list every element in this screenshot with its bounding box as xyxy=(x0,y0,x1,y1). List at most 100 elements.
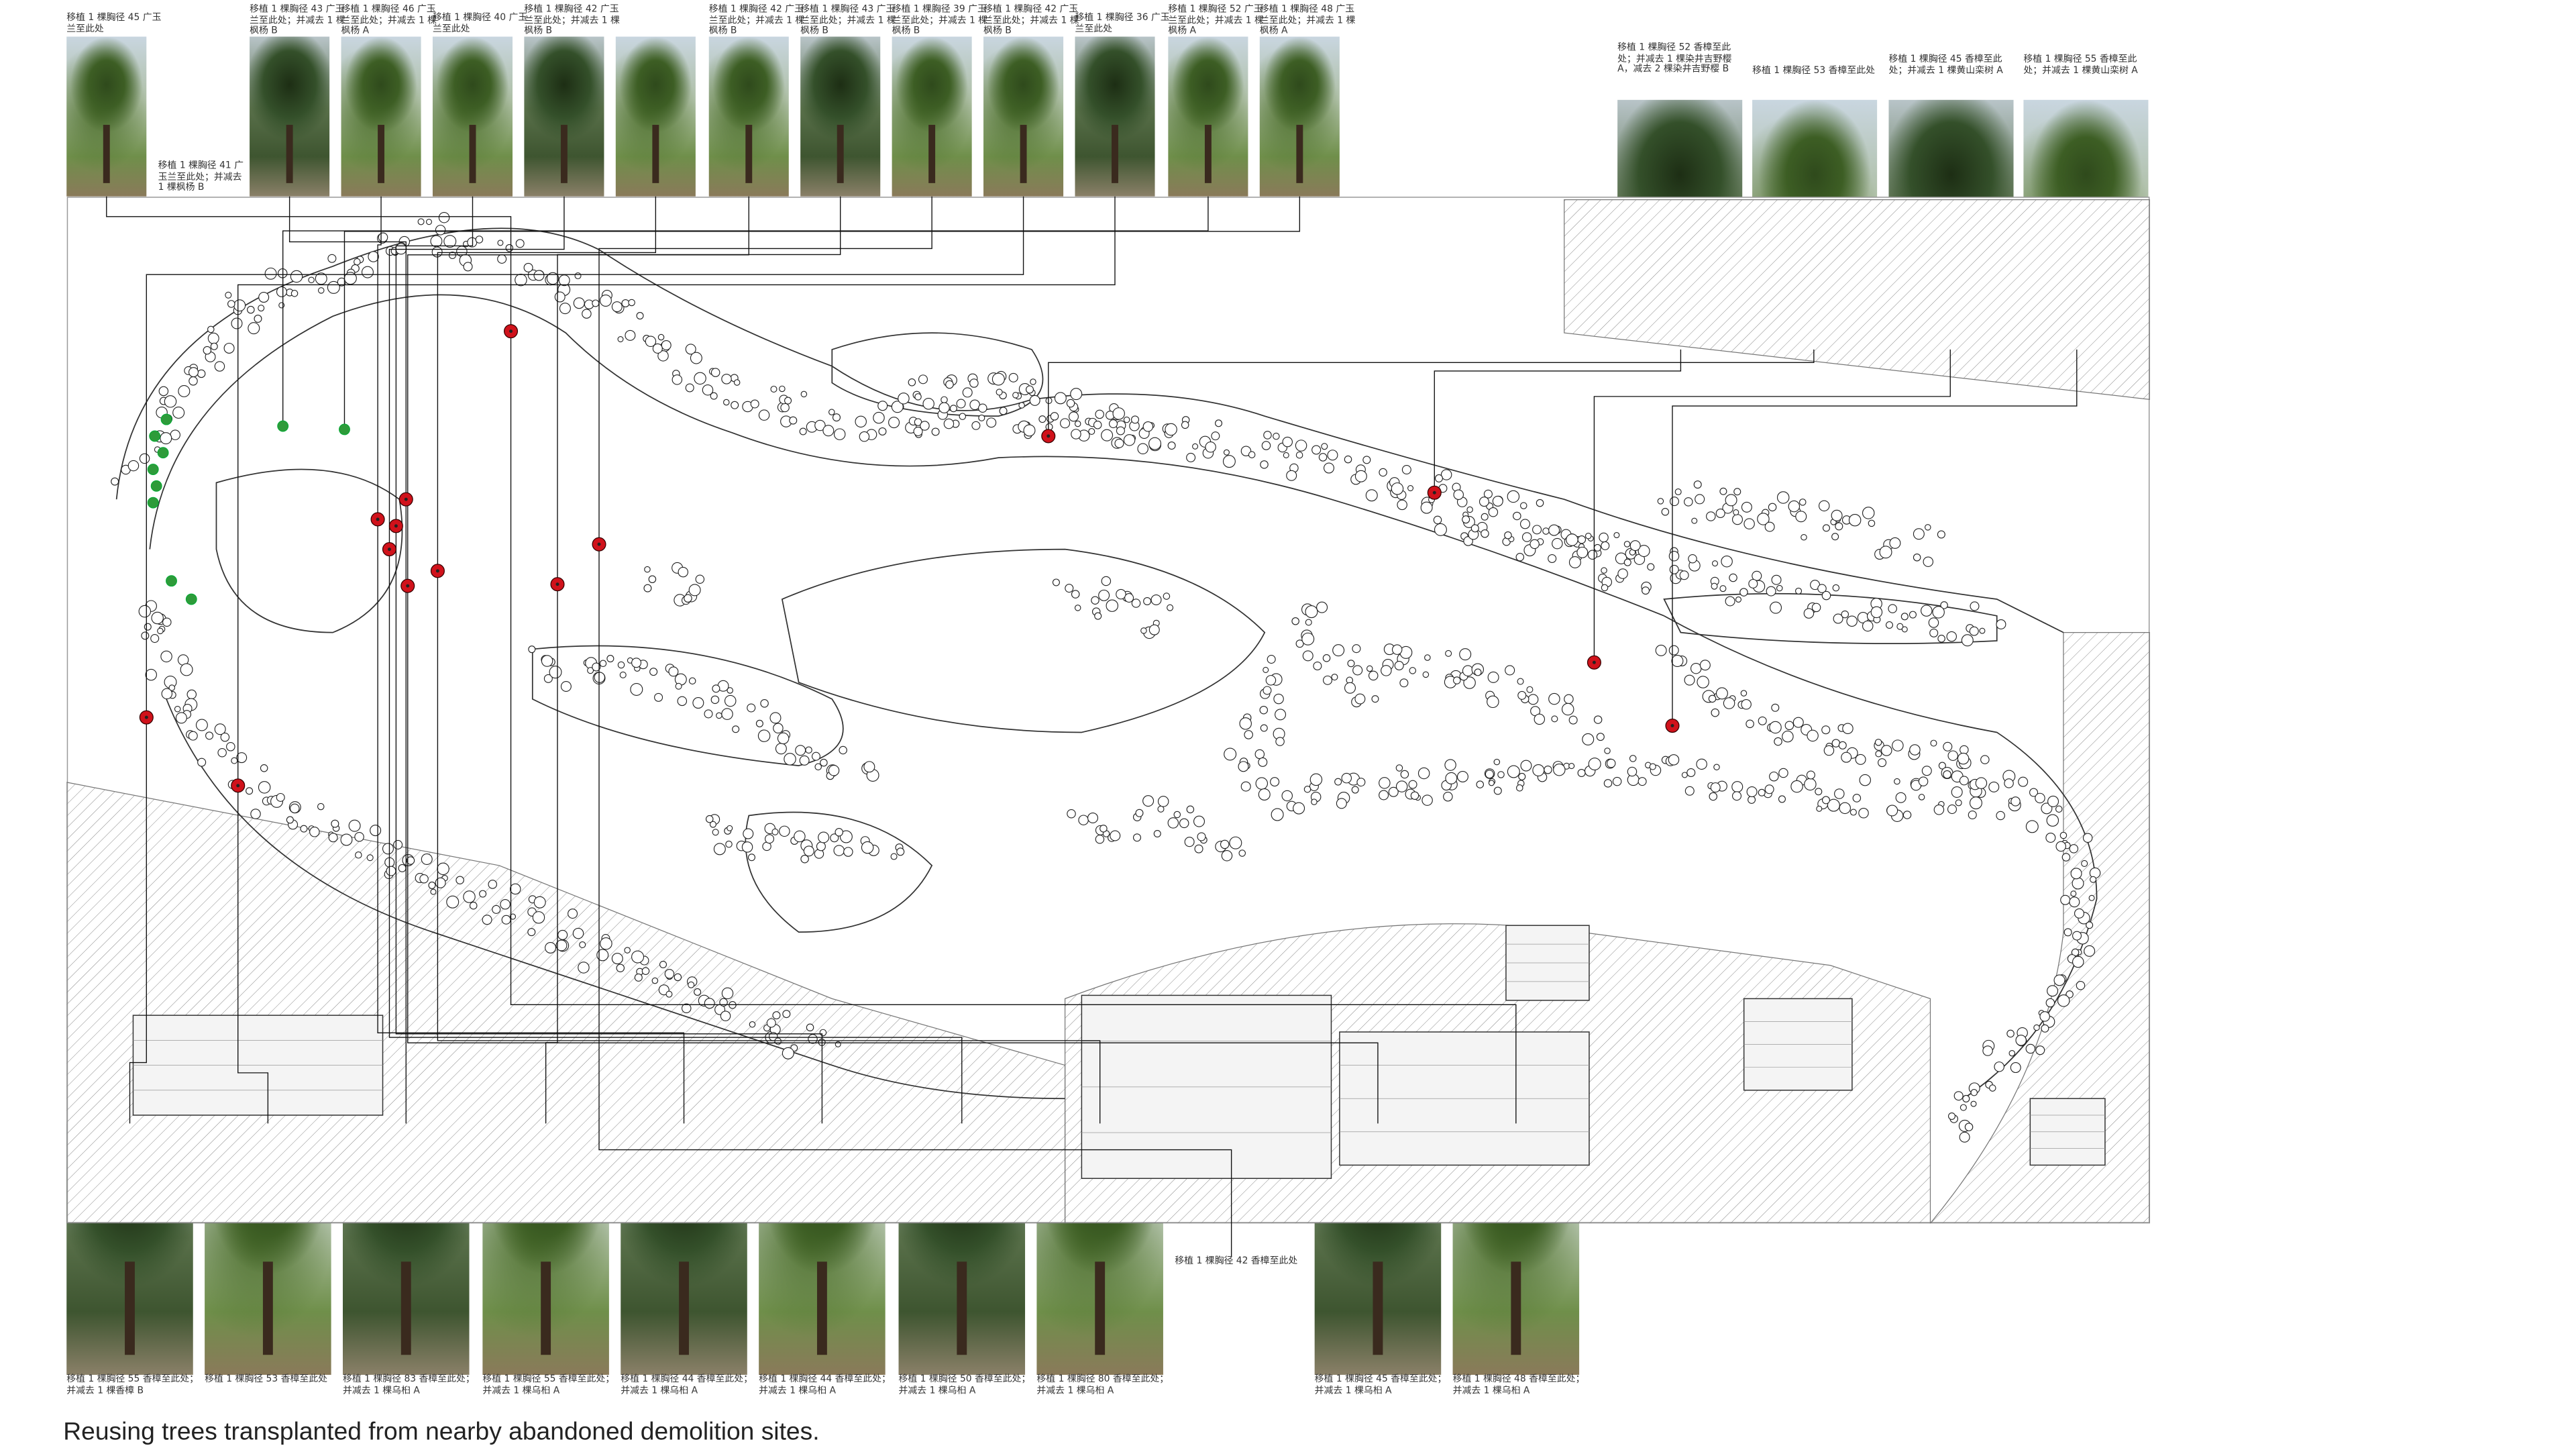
tree-symbol xyxy=(428,881,436,889)
tree-symbol xyxy=(641,967,650,975)
tree-symbol xyxy=(704,998,715,1009)
tree-symbol xyxy=(1445,650,1452,657)
tree-symbol xyxy=(1462,665,1474,676)
tree-symbol xyxy=(877,401,888,411)
tree-symbol xyxy=(654,692,663,702)
right-photo-caption: 移植 1 棵胸径 45 香樟至此处；并减去 1 棵黄山栾树 A xyxy=(1888,54,2003,76)
tree-symbol xyxy=(150,634,160,643)
bottom-photo-caption: 移植 1 棵胸径 80 香樟至此处；并减去 1 棵乌桕 A xyxy=(1036,1374,1169,1396)
top-tree-photo xyxy=(615,36,696,197)
tree-symbol xyxy=(1443,791,1453,802)
tree-symbol xyxy=(1894,778,1900,785)
tree-symbol xyxy=(1487,671,1499,683)
tree-symbol xyxy=(1846,615,1858,627)
tree-symbol xyxy=(775,743,787,755)
tree-symbol xyxy=(276,286,287,297)
tree-symbol xyxy=(1095,409,1104,419)
tree-symbol xyxy=(1748,578,1758,588)
tree-symbol xyxy=(482,915,492,925)
tree-symbol xyxy=(417,218,425,225)
tree-symbol xyxy=(231,317,243,329)
tree-symbol xyxy=(630,682,643,696)
tree-symbol xyxy=(1970,1088,1978,1096)
tree-symbol xyxy=(290,290,299,297)
top-photo-caption: 移植 1 棵胸径 40 广玉兰至此处 xyxy=(432,13,528,35)
tree-symbol xyxy=(800,854,809,864)
tree-symbol xyxy=(1045,397,1053,405)
tree-symbol xyxy=(1422,671,1430,678)
tree-symbol xyxy=(1875,750,1882,758)
right-photo-caption: 移植 1 棵胸径 55 香樟至此处；并减去 1 棵黄山栾树 A xyxy=(2023,54,2138,76)
tree-symbol xyxy=(541,655,553,667)
tree-symbol xyxy=(315,272,327,285)
top-photo-caption: 移植 1 棵胸径 42 广玉兰至此处；并减去 1 棵枫杨 B xyxy=(983,5,1079,38)
tree-symbol xyxy=(839,745,847,755)
tree-symbol xyxy=(250,809,261,819)
tree-symbol xyxy=(828,765,840,776)
tree-symbol xyxy=(1101,429,1114,442)
tree-symbol xyxy=(1996,811,2005,821)
tree-symbol xyxy=(1852,794,1862,802)
tree-symbol xyxy=(1790,780,1803,793)
tree-symbol xyxy=(1690,662,1702,674)
tree-symbol xyxy=(1391,644,1403,655)
tree-symbol xyxy=(1452,676,1461,684)
tree-symbol xyxy=(1238,849,1246,857)
tree-symbol xyxy=(2074,908,2085,919)
tree-symbol xyxy=(2084,945,2096,957)
tree-symbol xyxy=(1099,825,1108,833)
tree-symbol xyxy=(969,378,979,388)
tree-symbol xyxy=(599,660,607,668)
tree-symbol xyxy=(175,712,187,724)
tree-symbol xyxy=(258,292,270,303)
tree-symbol xyxy=(765,834,775,844)
tree-symbol xyxy=(203,346,212,355)
tree-trunk xyxy=(469,124,476,184)
tree-symbol xyxy=(721,374,732,384)
tree-symbol xyxy=(1823,745,1835,756)
tree-symbol xyxy=(1517,678,1524,685)
tree-symbol xyxy=(941,396,948,404)
tree-symbol xyxy=(1684,674,1695,686)
tree-symbol xyxy=(1937,530,1945,539)
tree-symbol xyxy=(1668,754,1680,766)
tree-symbol xyxy=(568,909,578,919)
tree-symbol xyxy=(1947,750,1958,761)
tree-symbol xyxy=(1669,564,1679,574)
tree-symbol xyxy=(197,758,207,767)
tree-symbol xyxy=(1888,604,1897,613)
top-photo-caption: 移植 1 棵胸径 36 广玉兰至此处 xyxy=(1075,13,1170,35)
tree-symbol xyxy=(743,828,754,839)
tree-trunk xyxy=(286,124,293,184)
tree-symbol xyxy=(1371,695,1379,703)
tree-symbol xyxy=(111,477,119,486)
tree-symbol xyxy=(174,705,181,713)
tree-symbol xyxy=(1832,584,1840,592)
tree-symbol xyxy=(1769,771,1779,782)
tree-symbol xyxy=(1529,539,1540,550)
tree-symbol xyxy=(1493,758,1501,766)
tree-symbol xyxy=(677,696,688,707)
tree-symbol xyxy=(1970,1100,1977,1107)
tree-symbol xyxy=(1930,739,1937,747)
tree-symbol xyxy=(2041,1024,2049,1033)
tree-symbol xyxy=(1821,796,1830,805)
tree-symbol xyxy=(1766,586,1776,597)
tree-symbol xyxy=(1970,601,1980,611)
tree-symbol xyxy=(628,299,635,307)
tree-symbol xyxy=(1835,522,1843,531)
tree-symbol xyxy=(694,372,706,385)
tree-symbol xyxy=(712,684,720,693)
tree-symbol xyxy=(1224,747,1237,761)
tree-symbol xyxy=(914,393,922,401)
tree-symbol xyxy=(1507,765,1520,778)
tree-symbol xyxy=(678,566,689,578)
top-tree-photo xyxy=(1168,36,1248,197)
tree-symbol xyxy=(1964,1123,1974,1131)
tree-symbol xyxy=(695,574,705,584)
tree-symbol xyxy=(2006,1029,2015,1038)
tree-symbol xyxy=(1721,555,1733,568)
tree-symbol xyxy=(1715,687,1728,700)
tree-symbol xyxy=(1816,805,1823,812)
tree-symbol xyxy=(721,708,733,720)
